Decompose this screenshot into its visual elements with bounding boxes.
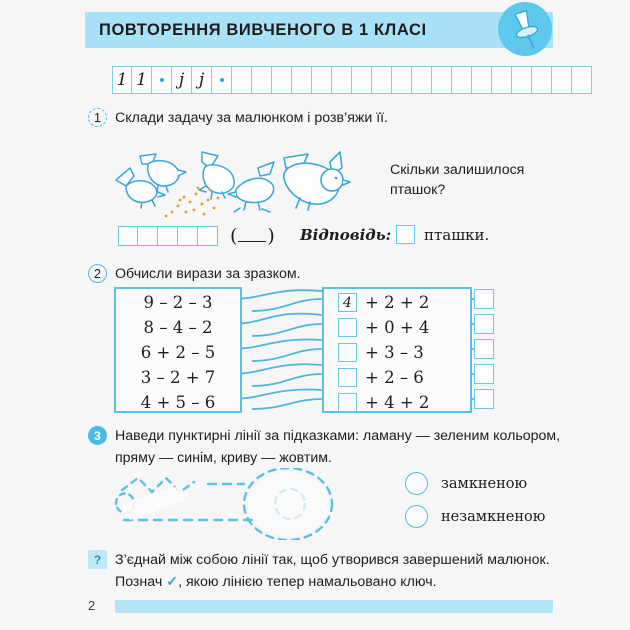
expression-input-box[interactable] <box>338 393 357 412</box>
radio-icon[interactable] <box>405 472 428 495</box>
task-2-badge: 2 <box>88 264 107 283</box>
strip-cell[interactable] <box>552 66 572 94</box>
push-pin-icon <box>498 2 552 56</box>
paren-blank[interactable] <box>238 241 267 242</box>
answer-box[interactable] <box>396 225 415 244</box>
strip-cell[interactable] <box>252 66 272 94</box>
paren-open: ( <box>230 225 238 247</box>
page-title: ПОВТОРЕННЯ ВИВЧЕНОГО В 1 КЛАСІ <box>99 21 427 39</box>
strip-cell[interactable] <box>492 66 512 94</box>
strip-cell[interactable] <box>152 66 172 94</box>
answer-label: Відповідь: <box>300 226 392 244</box>
work-box[interactable] <box>198 226 218 246</box>
exercise2-answer-box[interactable] <box>474 314 494 334</box>
strip-cell[interactable] <box>212 66 232 94</box>
page-header-band: ПОВТОРЕННЯ ВИВЧЕНОГО В 1 КЛАСІ <box>85 12 553 48</box>
handwriting-practice-strip[interactable]: 1 1 j j <box>112 66 592 94</box>
exercise2-matching: 9 – 2 – 3 8 – 4 – 2 6 + 2 – 5 3 – 2 + 7 … <box>114 287 514 413</box>
right-expression: + 0 + 4 <box>324 315 470 340</box>
strip-cell[interactable] <box>272 66 292 94</box>
work-box[interactable] <box>178 226 198 246</box>
task-question-badge: ? <box>88 550 107 569</box>
strip-cell[interactable]: 1 <box>132 66 152 94</box>
task-1-badge: 1 <box>88 108 107 127</box>
paren-close: ) <box>267 225 275 247</box>
right-expression: + 4 + 2 <box>324 390 470 415</box>
expression-input-box[interactable] <box>338 318 357 337</box>
right-expression: + 3 – 3 <box>324 340 470 365</box>
strip-cell[interactable] <box>412 66 432 94</box>
task-3-badge: 3 <box>88 426 107 445</box>
task-3-text: Наведи пунктирні лінії за підказками: ла… <box>115 428 561 466</box>
strip-cell[interactable] <box>332 66 352 94</box>
option-label: замкненою <box>441 475 528 492</box>
strip-glyph: j <box>198 70 205 90</box>
option-closed-line[interactable]: замкненою <box>405 472 527 495</box>
strip-cell[interactable] <box>452 66 472 94</box>
option-open-line[interactable]: незамкненою <box>405 505 545 528</box>
exercise2-answer-box[interactable] <box>474 364 494 384</box>
strip-cell[interactable] <box>232 66 252 94</box>
strip-dot-icon <box>159 78 164 82</box>
strip-cell[interactable]: j <box>192 66 212 94</box>
strip-cell[interactable] <box>472 66 492 94</box>
strip-dot-icon <box>219 78 224 82</box>
right-expression: + 2 – 6 <box>324 365 470 390</box>
check-mark-icon: ✓ <box>166 574 179 590</box>
work-box[interactable] <box>158 226 178 246</box>
pecking-birds-illustration <box>108 142 358 224</box>
exercise2-answer-box[interactable] <box>474 389 494 409</box>
strip-cell[interactable] <box>532 66 552 94</box>
expression-rest: + 4 + 2 <box>365 393 430 412</box>
radio-icon[interactable] <box>405 505 428 528</box>
left-expression: 4 + 5 – 6 <box>140 393 216 412</box>
dotted-key-outline[interactable] <box>108 466 363 542</box>
strip-cell[interactable] <box>392 66 412 94</box>
expression-input-box[interactable]: 4 <box>338 293 357 312</box>
task-1-text: Склади задачу за малюнком і розв’яжи її. <box>115 110 389 126</box>
left-expression: 8 – 4 – 2 <box>143 318 213 337</box>
expression-input-box[interactable] <box>338 343 357 362</box>
left-expression: 9 – 2 – 3 <box>143 293 213 312</box>
left-expression: 3 – 2 + 7 <box>140 368 216 387</box>
strip-cell[interactable] <box>292 66 312 94</box>
answer-unit: пташки. <box>424 226 490 244</box>
strip-cell[interactable] <box>312 66 332 94</box>
paren-group[interactable]: ( ) <box>230 225 275 247</box>
strip-cell[interactable] <box>572 66 592 94</box>
strip-cell[interactable] <box>432 66 452 94</box>
task-question-text: З’єднай між собою лінії так, щоб утворив… <box>115 549 570 593</box>
task-question-text-part2: , якою лінією тепер намальовано ключ. <box>178 574 437 590</box>
task-question-text-part1: З’єднай між собою лінії так, щоб утворив… <box>115 552 550 590</box>
strip-cell[interactable]: 1 <box>112 66 132 94</box>
left-expression: 6 + 2 – 5 <box>140 343 216 362</box>
task-2-text: Обчисли вирази за зразком. <box>115 266 301 282</box>
expression-rest: + 0 + 4 <box>365 318 430 337</box>
strip-glyph: j <box>178 70 185 90</box>
exercise2-answer-box[interactable] <box>474 339 494 359</box>
expression-input-box[interactable] <box>338 368 357 387</box>
exercise1-work-boxes[interactable]: ( ) <box>118 224 275 248</box>
option-label: незамкненою <box>441 508 546 525</box>
right-expression: 4 + 2 + 2 <box>324 290 470 315</box>
expression-rest: + 3 – 3 <box>365 343 424 362</box>
expression-rest: + 2 + 2 <box>365 293 430 312</box>
footer-band <box>115 600 553 613</box>
work-box[interactable] <box>118 226 138 246</box>
work-box[interactable] <box>138 226 158 246</box>
strip-glyph: 1 <box>116 70 128 90</box>
task-1-question: Скільки залишилося пташок? <box>390 162 525 198</box>
page-number: 2 <box>88 598 96 613</box>
strip-cell[interactable] <box>512 66 532 94</box>
strip-cell[interactable]: j <box>172 66 192 94</box>
flying-bird-illustration <box>270 146 358 218</box>
strip-cell[interactable] <box>352 66 372 94</box>
exercise2-right-panel: 4 + 2 + 2 + 0 + 4 + 3 – 3 + 2 – 6 + 4 + … <box>322 287 472 413</box>
strip-cell[interactable] <box>372 66 392 94</box>
expression-rest: + 2 – 6 <box>365 368 424 387</box>
strip-glyph: 1 <box>136 70 147 90</box>
exercise2-answer-box[interactable] <box>474 289 494 309</box>
exercise2-left-panel: 9 – 2 – 3 8 – 4 – 2 6 + 2 – 5 3 – 2 + 7 … <box>114 287 242 413</box>
